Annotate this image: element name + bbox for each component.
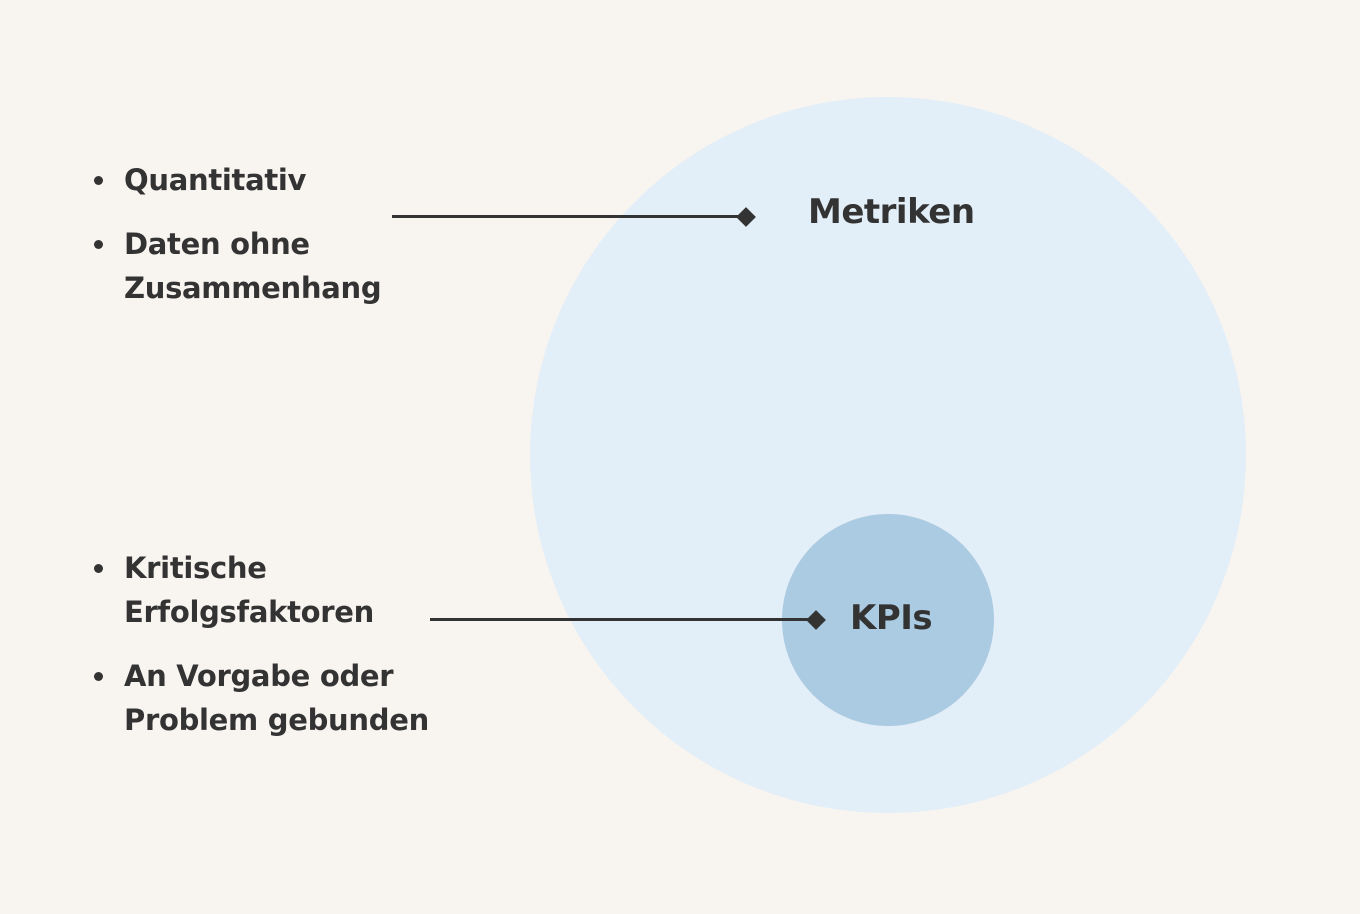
kpis-connector-line <box>430 618 814 621</box>
kpis-bullet-item: Kritische Erfolgsfaktoren <box>80 546 460 634</box>
metriken-bullet-item: Quantitativ <box>80 158 410 202</box>
metriken-connector-line <box>392 215 744 218</box>
kpis-bullet-list: Kritische Erfolgsfaktoren An Vorgabe ode… <box>80 546 460 762</box>
kpis-label: KPIs <box>850 598 933 638</box>
metriken-bullet-list: Quantitativ Daten ohne Zusammenhang <box>80 158 410 330</box>
kpis-bullet-item: An Vorgabe oder Problem gebunden <box>80 654 460 742</box>
metriken-bullet-item: Daten ohne Zusammenhang <box>80 222 410 310</box>
metriken-label: Metriken <box>808 192 975 232</box>
